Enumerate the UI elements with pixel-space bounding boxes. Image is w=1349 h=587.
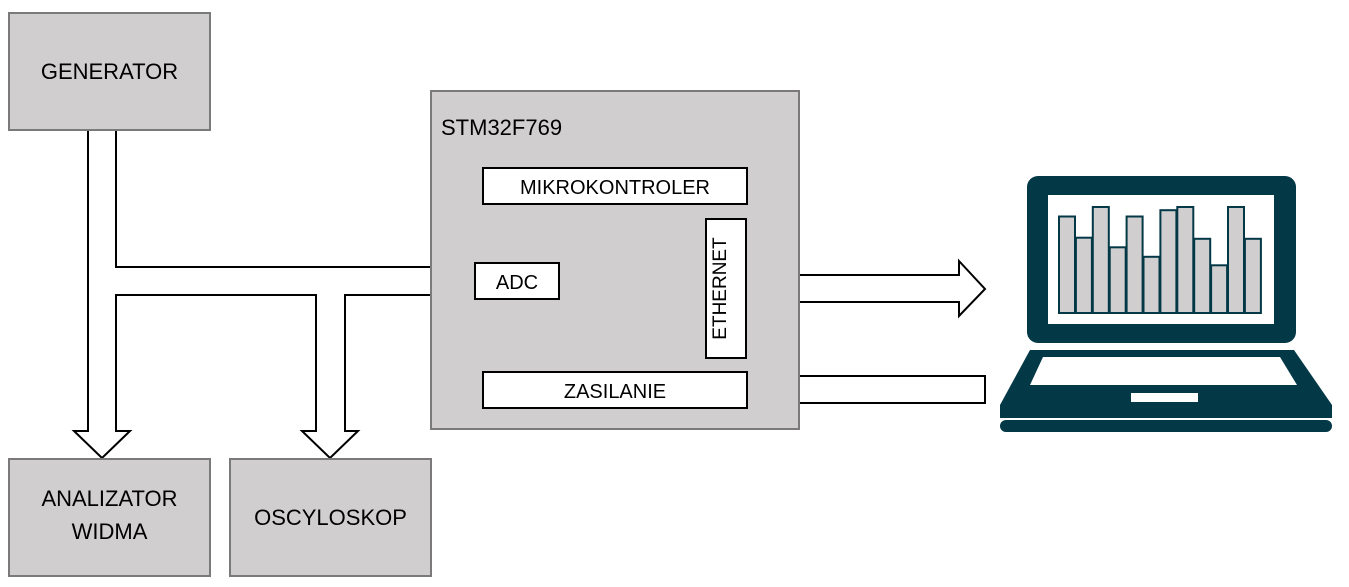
laptop-keyboard — [1030, 357, 1297, 385]
laptop-bar-11 — [1227, 206, 1245, 314]
oscilloscope-block: OSCYLOSKOP — [229, 458, 432, 577]
microcontroller-label: MIKROKONTROLER — [520, 177, 710, 199]
analyzer-block: ANALIZATOR WIDMA — [8, 458, 211, 577]
oscilloscope-label: OSCYLOSKOP — [254, 505, 407, 530]
power-block: ZASILANIE — [482, 371, 748, 409]
microcontroller-block: MIKROKONTROLER — [482, 167, 748, 205]
laptop-bar-6 — [1142, 255, 1161, 314]
laptop-bar-4 — [1108, 246, 1127, 314]
ethernet-block: ETHERNET — [705, 218, 747, 359]
arrow-generator-to-analyzer-and-adc — [71, 129, 476, 460]
analyzer-label-line1: ANALIZATOR — [41, 486, 177, 511]
laptop-bar-12 — [1243, 237, 1262, 314]
board-title: STM32F769 — [441, 115, 562, 140]
laptop-icon — [1000, 176, 1332, 432]
adc-label: ADC — [496, 272, 538, 294]
laptop-bar-10 — [1210, 264, 1229, 314]
laptop-bar-7 — [1159, 209, 1178, 314]
laptop-bar-8 — [1176, 206, 1195, 314]
power-label: ZASILANIE — [564, 381, 666, 403]
laptop-bar-1 — [1058, 215, 1076, 314]
laptop-bar-2 — [1074, 236, 1093, 314]
generator-label: GENERATOR — [41, 59, 178, 84]
ethernet-label: ETHERNET — [710, 237, 731, 340]
analyzer-label-line2: WIDMA — [72, 519, 148, 544]
laptop-bar-5 — [1125, 215, 1144, 314]
laptop-bar-9 — [1193, 237, 1212, 314]
laptop-bottom-lip — [1000, 420, 1332, 432]
adc-block: ADC — [474, 262, 560, 300]
generator-block: GENERATOR — [8, 12, 211, 131]
laptop-touchpad — [1131, 393, 1198, 402]
laptop-bar-3 — [1091, 206, 1110, 314]
laptop-bar-chart-icon — [1058, 206, 1262, 314]
